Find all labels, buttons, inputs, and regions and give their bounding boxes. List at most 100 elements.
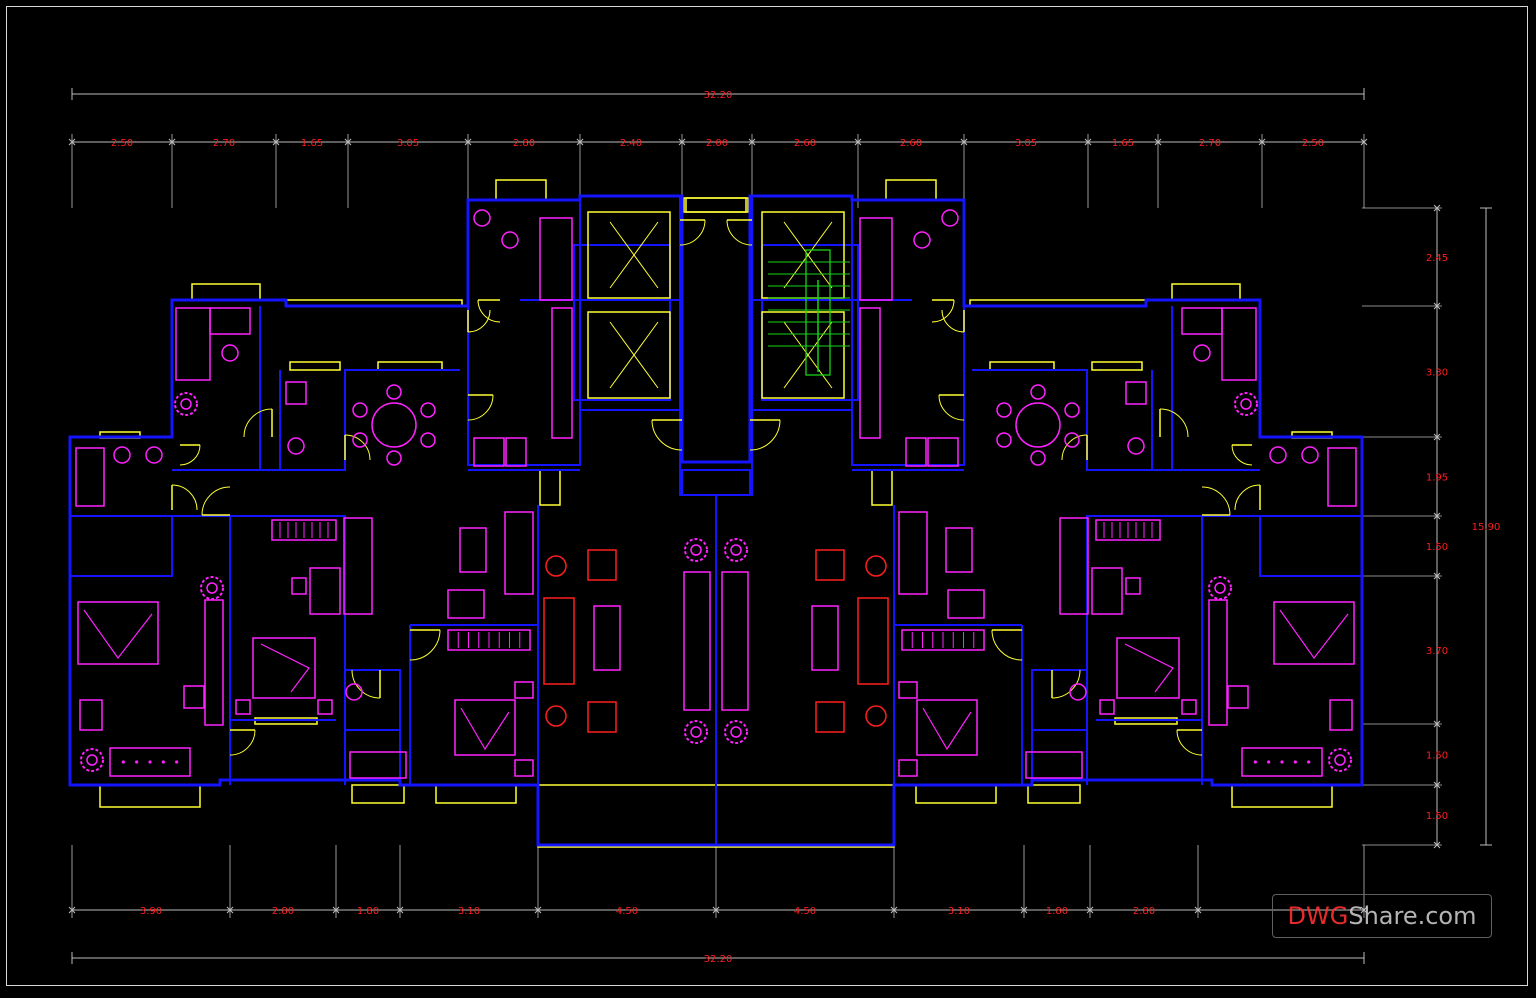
cabinet [1059, 517, 1089, 615]
door-swing [171, 484, 198, 511]
sofa [857, 597, 889, 685]
kitchen-counter [551, 307, 573, 439]
nightstand [1099, 699, 1115, 715]
toilet [1127, 437, 1145, 455]
elevator-cross [609, 321, 659, 389]
armchair [79, 699, 103, 731]
dimension-label: 2.70 [213, 138, 235, 149]
sofa-stud [175, 760, 179, 764]
dimension-label: 1.95 [1426, 473, 1448, 484]
dining-table [371, 402, 417, 448]
plant [174, 392, 198, 416]
interior-wall [681, 469, 753, 496]
dimension-label: 2.60 [900, 138, 922, 149]
dimension-label: 3.05 [1015, 138, 1037, 149]
watermark-part1: DWG [1287, 902, 1349, 930]
sofa [543, 597, 575, 685]
bed-sheet [260, 643, 310, 693]
dimension-label: 3.30 [1426, 368, 1448, 379]
desk-chair [1125, 577, 1141, 595]
sofa-side [898, 511, 928, 595]
balcony [715, 784, 895, 848]
plant [1234, 392, 1258, 416]
dining-chair [996, 432, 1012, 448]
furniture-layer [75, 209, 1357, 779]
bed [77, 601, 159, 665]
sofa-stud [1267, 760, 1271, 764]
door-swing [651, 419, 683, 451]
armchair [587, 701, 617, 733]
washbasin [345, 683, 363, 701]
plant [724, 720, 748, 744]
window [539, 469, 561, 506]
bed [1273, 601, 1355, 665]
interior-wall [679, 469, 751, 496]
door-swing [344, 434, 371, 461]
nightstand [235, 699, 251, 715]
dining-chair [386, 384, 402, 400]
elevator-cross [783, 221, 833, 289]
dimension-label: 3.05 [397, 138, 419, 149]
door-swing [243, 408, 273, 438]
elevator [587, 211, 671, 299]
bay-window [191, 283, 261, 301]
toilet-tank [1125, 381, 1147, 405]
chair [183, 685, 205, 709]
plant [684, 538, 708, 562]
desk [1091, 567, 1123, 615]
armchair [815, 701, 845, 733]
plant [1328, 748, 1352, 772]
bed-small [859, 217, 893, 301]
overall-dimension-label: 32.20 [704, 954, 733, 965]
dining-chair [1064, 402, 1080, 418]
sofa-stud [1280, 760, 1284, 764]
side-table [545, 705, 567, 727]
tv-cabinet [683, 571, 711, 711]
stove [927, 437, 959, 467]
plant [86, 754, 98, 766]
toilet [941, 209, 959, 227]
tv-cabinet [721, 571, 749, 711]
dimension-label: 2.45 [1426, 253, 1448, 264]
wardrobe [447, 629, 531, 651]
bay-window [1231, 784, 1333, 808]
study-desk [209, 307, 251, 335]
plant [1240, 398, 1252, 410]
dimension-label: 2.40 [620, 138, 642, 149]
interior-wall [259, 306, 460, 471]
bed-sheet [83, 609, 153, 660]
door-swing [749, 419, 781, 451]
bay-window [99, 784, 201, 808]
interior-wall [70, 516, 173, 577]
door-swing [229, 729, 256, 756]
stair-layer [768, 249, 850, 376]
plant [730, 726, 742, 738]
sofa-side [504, 511, 534, 595]
study-desk [1181, 307, 1223, 335]
balcony [537, 784, 717, 848]
dimension-label: 2.80 [1133, 906, 1155, 917]
bed [252, 637, 316, 699]
coffee-table [593, 605, 621, 671]
elevator-cross [783, 321, 833, 389]
dimension-label: 2.50 [111, 138, 133, 149]
stair-handrail [805, 249, 831, 376]
window [685, 197, 749, 213]
elevator [761, 311, 845, 399]
dining-chair [1030, 450, 1046, 466]
window [683, 197, 747, 213]
interior-wall [972, 306, 1173, 471]
plant [690, 544, 702, 556]
dresser [1208, 599, 1228, 726]
bay-window [495, 179, 547, 201]
bathtub [1025, 751, 1083, 779]
study-desk [175, 307, 211, 381]
bed-sheet [922, 707, 972, 751]
nightstand [514, 759, 534, 777]
nightstand [317, 699, 333, 715]
nightstand [514, 681, 534, 699]
dimension-label: 4.50 [616, 906, 638, 917]
